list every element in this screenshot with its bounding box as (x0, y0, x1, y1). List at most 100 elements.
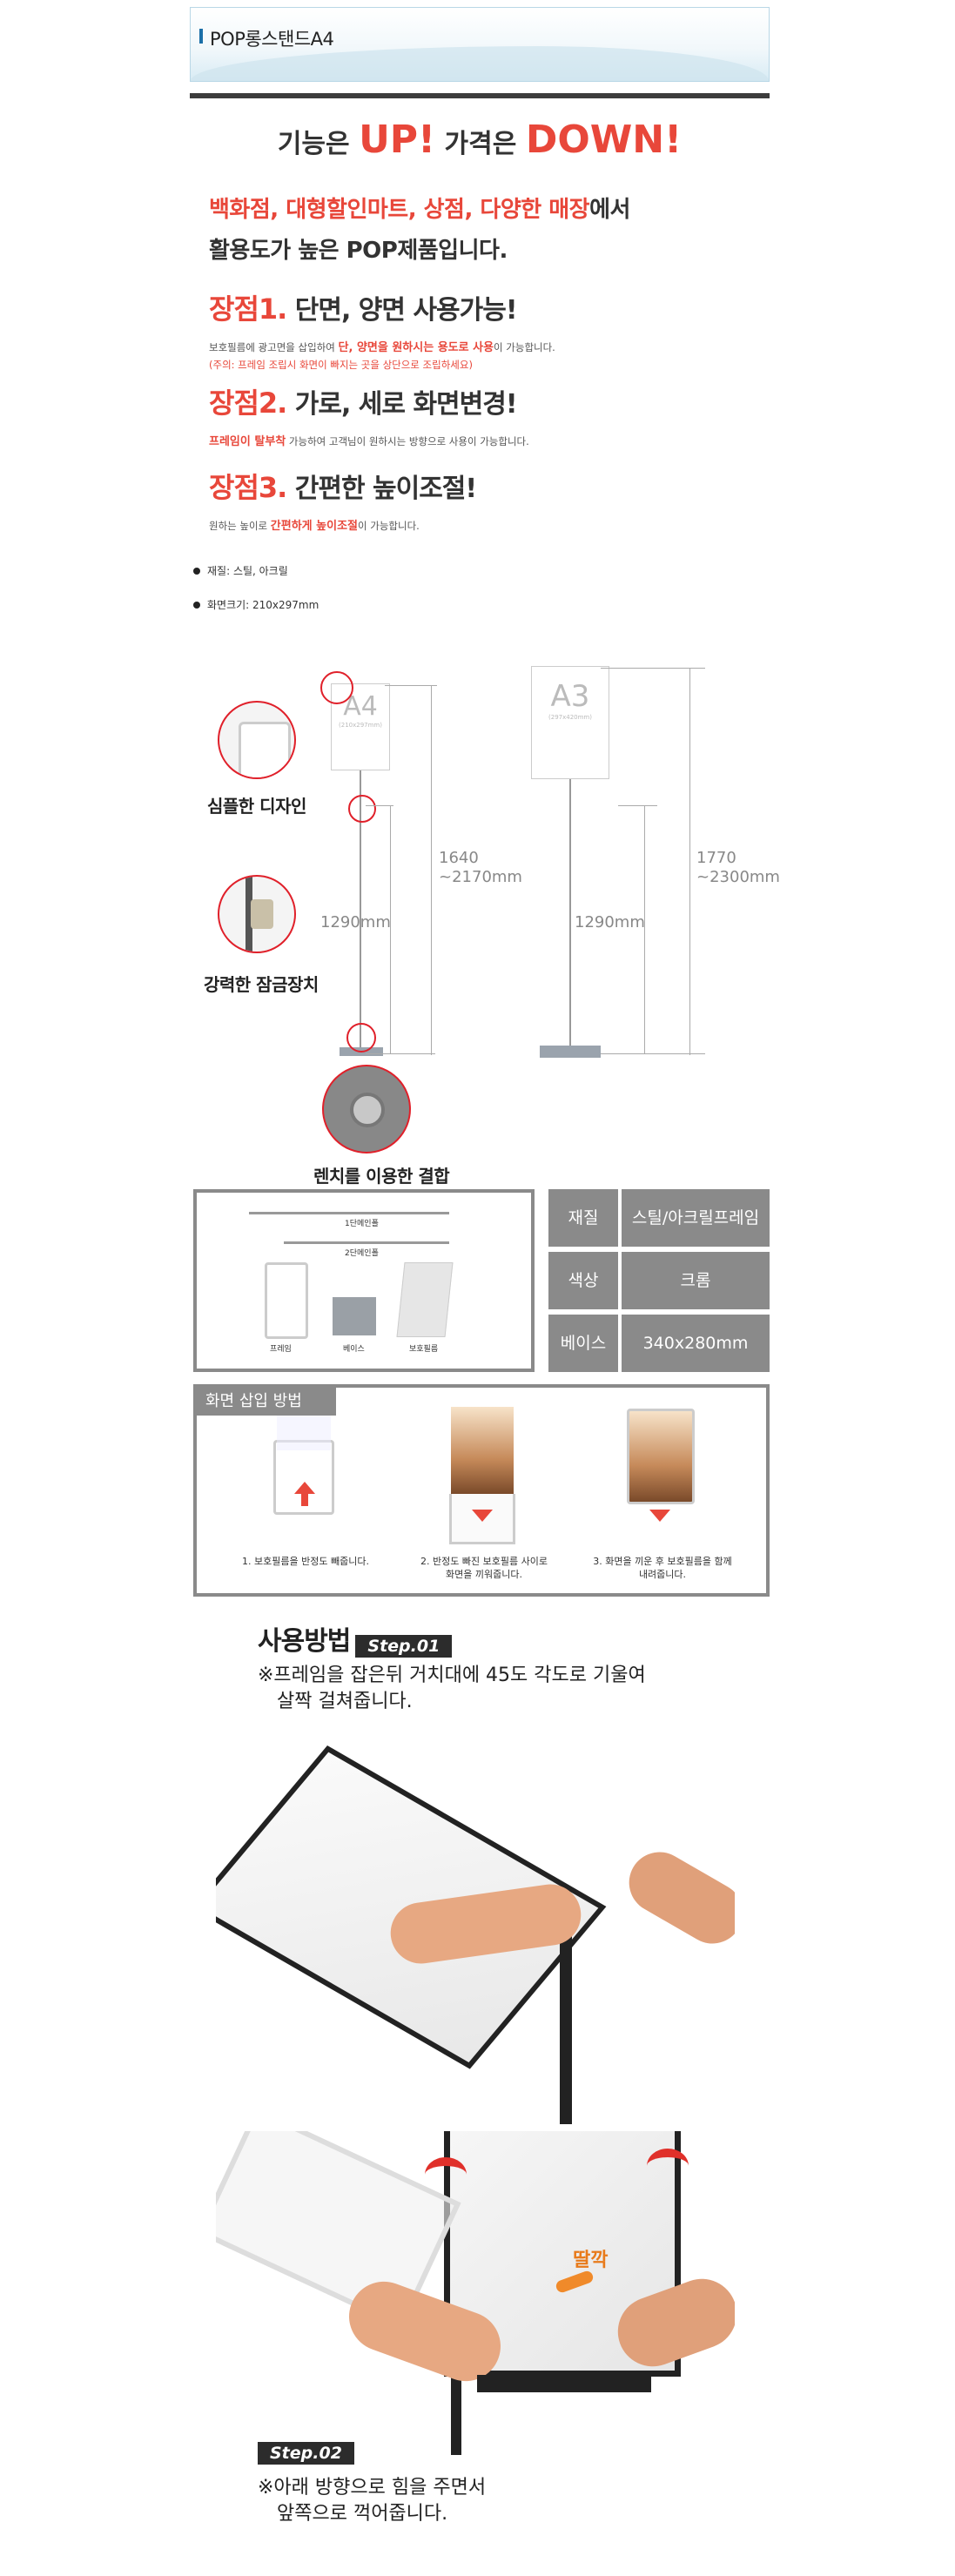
dim-tick (618, 805, 657, 806)
design-zoom (218, 701, 296, 779)
parts-base: 베이스 (343, 1345, 365, 1354)
merit1-desc-a: 보호필름에 광고면을 삽입하여 (209, 341, 339, 353)
a4-sub: (210x297mm) (339, 722, 382, 729)
callout-top-circle (320, 671, 353, 704)
merit-2: 장점2. 가로, 세로 화면변경! 프레임이 탈부착 가능하여 고객님이 원하시… (209, 381, 766, 448)
merit3-desc-a: 원하는 높이로 (209, 520, 271, 532)
insert-method-box: 화면 삽입 방법 1. 보호필름을 반정도 빼줍니다. 2. 반정도 빠진 보호… (193, 1384, 770, 1597)
merit-3: 장점3. 간편한 높이조절! 원하는 높이로 간편하게 높이조절이 가능합니다. (209, 466, 766, 533)
spec-key-material: 재질 (548, 1189, 618, 1247)
tagline-down: DOWN! (525, 118, 683, 162)
curve-arrow-icon (647, 2149, 689, 2183)
tagline: 기능은 UP! 가격은 DOWN! (190, 118, 770, 162)
dim-line-a3-total (689, 668, 690, 1055)
dim-tick (601, 1053, 705, 1054)
step1-note-line2: 살짝 걸쳐줍니다. (277, 1691, 413, 1712)
parts-pole1: 1단메인폴 (345, 1220, 379, 1228)
merit3-desc-red: 간편하게 높이조절 (270, 520, 359, 533)
spec-key-color: 색상 (548, 1252, 618, 1309)
header-title: POP롱스탠드A4 (210, 29, 334, 50)
insert-step2-poster (451, 1407, 514, 1494)
a3-pole (569, 779, 571, 1047)
parts-pole2: 2단메인폴 (345, 1249, 379, 1258)
arrow-down-icon (472, 1510, 493, 1522)
click-sound-text: 딸깍 (573, 2250, 609, 2271)
header-wave (191, 46, 769, 81)
step2-bracket (477, 2375, 651, 2392)
merit1-desc-b: 이 가능합니다. (494, 341, 555, 353)
a3-base (540, 1046, 601, 1058)
merit2-desc-b: 가능하여 고객님이 원하시는 방향으로 사용이 가능합니다. (286, 435, 529, 447)
dim-base1: 1290mm (320, 913, 391, 932)
dim-line-a3-base (644, 805, 645, 1053)
step1-pole (560, 1911, 572, 2124)
dim-tick (385, 685, 437, 686)
header-divider (190, 93, 770, 98)
step1-hand-right (617, 1840, 735, 1955)
step1-note-line1: ※프레임을 잡은뒤 거치대에 45도 각도로 기울여 (258, 1665, 646, 1686)
spec-table: 재질 스틸/아크릴프레임 색상 크롬 베이스 340x280mm (548, 1189, 770, 1372)
callout-mid-circle (348, 795, 376, 823)
insert-step2-line1: 2. 반정도 빠진 보호필름 사이로 (420, 1556, 548, 1567)
intro-line2: 활용도가 높은 POP제품입니다. (209, 238, 508, 264)
spec-size: 화면크기: 210x297mm (193, 597, 319, 612)
a3-label: A3 (550, 679, 590, 714)
merit1-title: 단면, 양면 사용가능! (286, 295, 518, 326)
dim-line-a4-total (431, 685, 432, 1055)
merit1-caution: (주의: 프레임 조립시 화면이 빠지는 곳을 상단으로 조립하세요) (209, 359, 473, 371)
step2-photo: 딸깍 (216, 2131, 735, 2479)
intro-highlight: 백화점, 대형할인마트, 상점, 다양한 매장 (209, 197, 590, 223)
merit3-title: 간편한 높이조절! (286, 474, 477, 504)
page-header: POP롱스탠드A4 (190, 7, 770, 82)
callout-base-circle (346, 1023, 376, 1053)
tagline-part2: 가격은 (435, 129, 526, 159)
merit2-number: 장점2. (209, 387, 287, 420)
step1-photo (216, 1719, 735, 2124)
dim-h1: 1640 (439, 849, 479, 867)
label-wrench: 렌치를 이용한 결합 (313, 1166, 450, 1187)
merit1-number: 장점1. (209, 293, 287, 326)
curve-arrow-icon (425, 2157, 467, 2192)
tagline-up: UP! (359, 118, 436, 162)
label-lock: 강력한 잠금장치 (204, 974, 319, 995)
parts-box: 1단메인폴 2단메인폴 프레임 베이스 보호필름 (193, 1189, 535, 1372)
step2-note-line1: ※아래 방향으로 힘을 주면서 (258, 2477, 487, 2499)
dim-base2: 1290mm (575, 913, 645, 932)
spec-material: 재질: 스틸, 아크릴 (193, 563, 288, 578)
label-design: 심플한 디자인 (207, 796, 306, 817)
step2-note-line2: 앞쪽으로 꺽어줍니다. (277, 2503, 448, 2525)
insert-step3-line2: 내려줍니다. (638, 1569, 687, 1580)
dim-tick (601, 668, 705, 669)
frame-image (265, 1262, 308, 1339)
step1-note: ※프레임을 잡은뒤 거치대에 45도 각도로 기울여 살짝 걸쳐줍니다. (258, 1663, 646, 1715)
dim-h2: 1770 (696, 849, 736, 867)
dim-tick (366, 1053, 435, 1054)
step2-badge: Step.02 (258, 2442, 354, 2465)
wrench-zoom (322, 1065, 411, 1153)
film-image (396, 1262, 454, 1337)
insert-step1-film (277, 1416, 331, 1450)
usage-title-text: 사용방법 (258, 1626, 351, 1657)
insert-step2-line2: 화면을 끼워줍니다. (446, 1569, 522, 1580)
dim-h2b: ~2300mm (696, 868, 780, 886)
parts-film: 보호필름 (409, 1345, 439, 1354)
insert-step1-text: 1. 보호필름을 반정도 빼줍니다. (242, 1556, 369, 1567)
a3-frame: A3 (297x420mm) (531, 666, 609, 779)
spec-value-color: 크롬 (622, 1252, 770, 1309)
intro: 백화점, 대형할인마트, 상점, 다양한 매장에서 활용도가 높은 POP제품입… (209, 192, 766, 265)
dim-tick (366, 805, 393, 806)
merit2-desc-red: 프레임이 탈부착 (209, 435, 286, 448)
arrow-up-icon (294, 1482, 315, 1494)
product-diagram: A4 (210x297mm) 심플한 디자인 강력한 잠금장치 렌치를 이용한 … (192, 649, 780, 1187)
dim-line-a4-base (390, 805, 391, 1053)
spec-key-base: 베이스 (548, 1315, 618, 1372)
step1-badge: Step.01 (355, 1634, 453, 1658)
tagline-part1: 기능은 (277, 129, 360, 159)
merit1-desc-red: 단, 양면을 원하시는 용도로 사용 (338, 341, 494, 354)
parts-frame: 프레임 (270, 1345, 292, 1354)
pole2-image (284, 1241, 449, 1244)
spec-value-base: 340x280mm (622, 1315, 770, 1372)
lock-zoom (218, 875, 296, 953)
